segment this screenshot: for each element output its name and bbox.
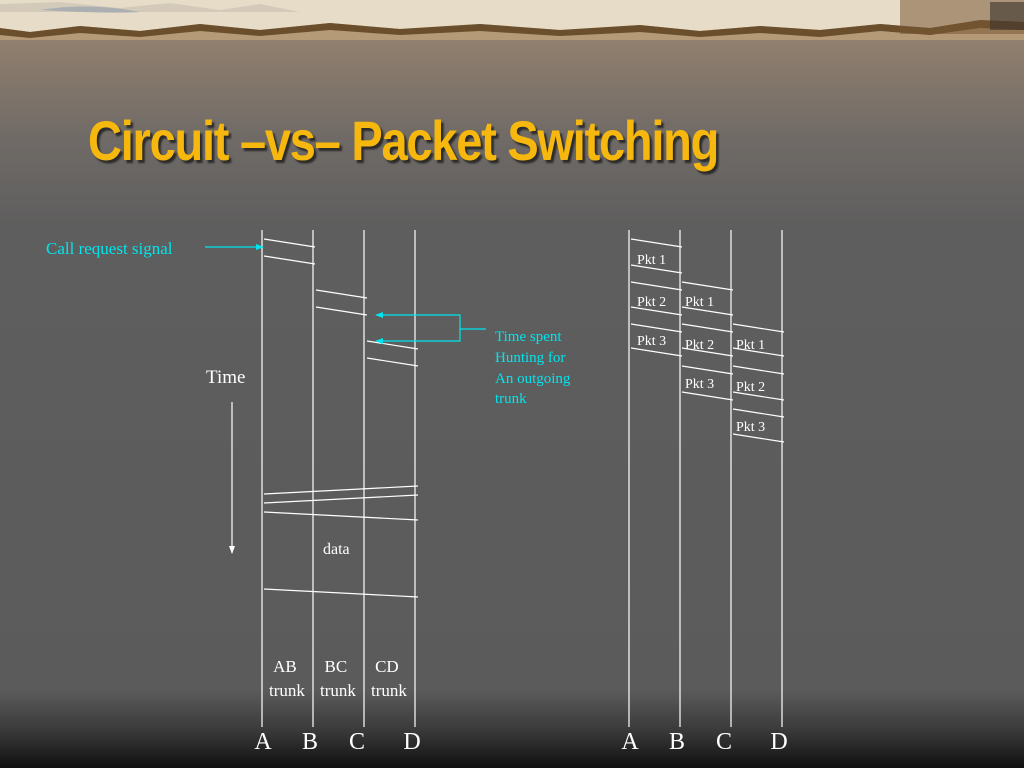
- call-request-signal-label: Call request signal: [46, 239, 173, 258]
- hunting-note-line: Time spent: [495, 329, 562, 345]
- data-transfer-end: [263, 588, 419, 598]
- packet-boundary-bc: [681, 281, 734, 291]
- packet-boundary-ab: [630, 323, 683, 333]
- packet-boundary-bc: [681, 391, 734, 401]
- trunk-bc-label: BC trunk: [320, 657, 356, 700]
- packet-boundary-ab: [630, 238, 683, 248]
- call-request-signal-cd: [366, 340, 419, 350]
- packet-labels: Pkt 1 Pkt 2 Pkt 3 Pkt 1 Pkt 2 Pkt 3 Pkt …: [637, 253, 765, 435]
- time-axis-label: Time: [206, 367, 245, 388]
- packet-label-cd: Pkt 1: [736, 338, 765, 353]
- node-a-label: A: [621, 729, 639, 755]
- packet-label-cd: Pkt 3: [736, 420, 765, 435]
- packet-boundary-cd: [732, 391, 785, 401]
- trunk-ab-label: AB trunk: [269, 657, 305, 700]
- call-accept-signal: [263, 494, 419, 504]
- packet-switching-diagram: [628, 230, 785, 727]
- node-b-label: B: [302, 729, 318, 755]
- packet-boundary-cd: [732, 323, 785, 333]
- packet-label-ab: Pkt 2: [637, 295, 666, 310]
- trunk-cd-label: CD trunk: [371, 657, 407, 700]
- packet-boundary-ab: [630, 347, 683, 357]
- packet-node-labels: A B C D: [621, 729, 787, 755]
- node-d-label: D: [770, 729, 787, 755]
- node-c-label: C: [349, 729, 365, 755]
- node-c-label: C: [716, 729, 732, 755]
- packet-label-cd: Pkt 2: [736, 380, 765, 395]
- packet-boundary-ab: [630, 281, 683, 291]
- data-transfer-start: [263, 511, 419, 521]
- call-request-signal-bc: [315, 289, 368, 299]
- packet-label-bc: Pkt 1: [685, 295, 714, 310]
- packet-boundary-cd: [732, 408, 785, 418]
- packet-boundary-bc: [681, 347, 734, 357]
- call-request-signal-ab: [263, 255, 316, 265]
- node-a-label: A: [254, 729, 272, 755]
- data-label: data: [323, 541, 350, 558]
- packet-boundary-bc: [681, 323, 734, 333]
- packet-boundary-ab: [630, 264, 683, 274]
- packet-label-bc: Pkt 2: [685, 338, 714, 353]
- packet-label-ab: Pkt 1: [637, 253, 666, 268]
- hunting-note-line: Hunting for: [495, 350, 565, 366]
- call-request-signal-cd: [366, 357, 419, 367]
- packet-boundary-cd: [732, 347, 785, 357]
- hunting-note-line: An outgoing: [495, 371, 571, 387]
- call-request-signal-bc: [315, 306, 368, 316]
- trunk-labels: AB trunk BC trunk CD trunk: [269, 657, 407, 700]
- packet-boundary-bc: [681, 306, 734, 316]
- hunting-note: Time spent Hunting for An outgoing trunk: [495, 329, 574, 407]
- packet-boundary-bc: [681, 365, 734, 375]
- slide-title: Circuit –vs– Packet Switching: [88, 109, 719, 172]
- node-b-label: B: [669, 729, 685, 755]
- decorative-parchment-banner: [0, 0, 1024, 40]
- call-request-signal-ab: [263, 238, 316, 248]
- node-d-label: D: [403, 729, 420, 755]
- packet-label-bc: Pkt 3: [685, 377, 714, 392]
- packet-label-ab: Pkt 3: [637, 334, 666, 349]
- packet-boundary-cd: [732, 433, 785, 443]
- circuit-switching-diagram: [229, 230, 419, 727]
- hunting-bracket: [375, 312, 486, 344]
- call-accept-signal: [263, 485, 419, 495]
- circuit-node-labels: A B C D: [254, 729, 420, 755]
- packet-boundary-ab: [630, 306, 683, 316]
- hunting-note-line: trunk: [495, 391, 527, 407]
- packet-boundary-cd: [732, 365, 785, 375]
